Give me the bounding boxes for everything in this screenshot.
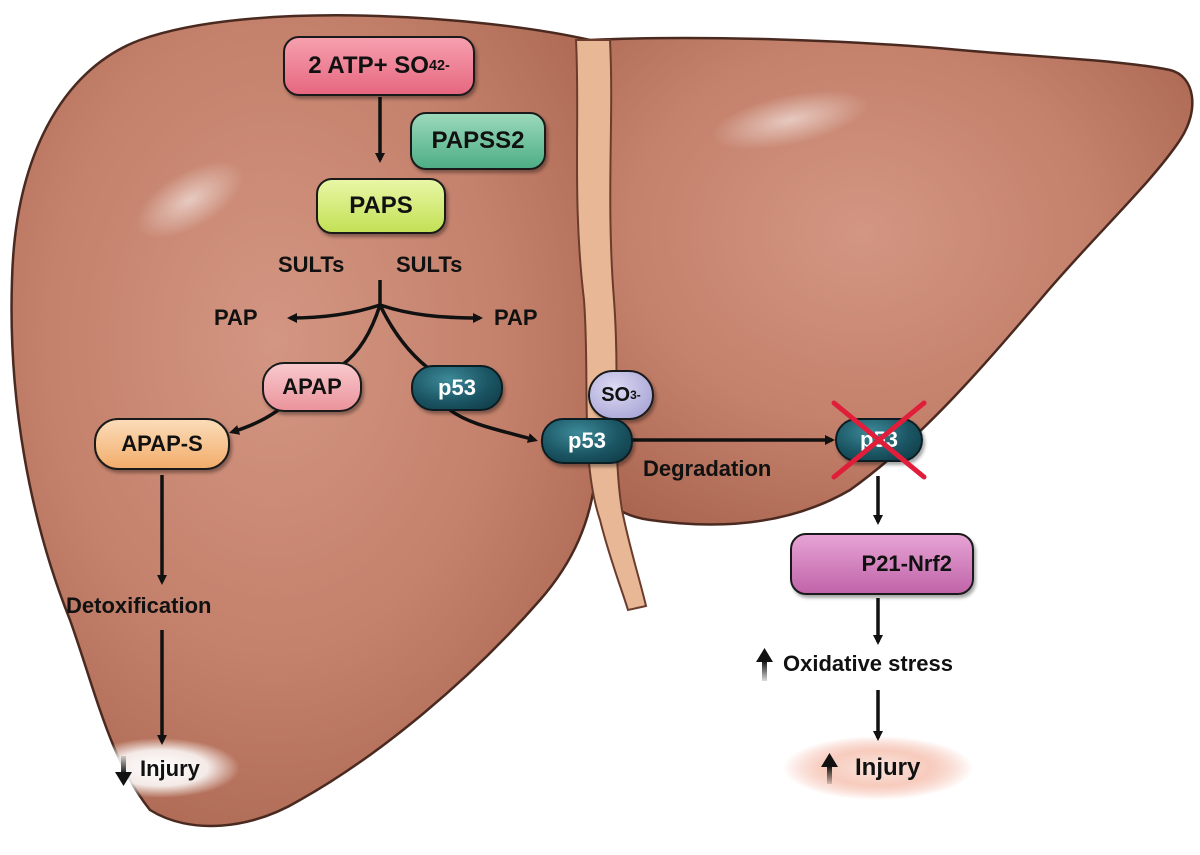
papss2-node: PAPSS2	[410, 112, 546, 170]
apap-s-label: APAP-S	[121, 431, 203, 456]
p53-label-upper: p53	[438, 375, 476, 400]
apap-node: APAP	[262, 362, 362, 412]
apap-label: APAP	[282, 374, 342, 399]
sults-left-label: SULTs	[278, 252, 345, 277]
up-arrow-icon-oxidative	[756, 648, 773, 681]
p21-nrf2-label: P21-Nrf2	[861, 551, 952, 576]
oxidative-stress-label: Oxidative stress	[783, 651, 953, 676]
up-arrow-icon-injury	[821, 753, 838, 784]
down-arrow-icon-injury	[115, 756, 132, 786]
papss2-label: PAPSS2	[431, 127, 525, 154]
pap-left-label: PAP	[214, 305, 258, 330]
p21-nrf2-node: P21-Nrf2	[790, 533, 974, 595]
injury-right-label: Injury	[855, 754, 921, 781]
paps-label: PAPS	[349, 192, 413, 219]
p53-node-upper: p53	[411, 365, 503, 411]
p53-node-sulfated: p53	[541, 418, 633, 464]
apap-s-node: APAP-S	[94, 418, 230, 470]
sults-right-label: SULTs	[396, 252, 463, 277]
cross-icon	[831, 400, 927, 480]
p53-label-sulfated: p53	[568, 428, 606, 453]
degradation-label: Degradation	[643, 456, 772, 481]
so3-label: SO	[601, 383, 631, 406]
pap-right-label: PAP	[494, 305, 538, 330]
injury-left-label: Injury	[140, 756, 200, 781]
falciform-ligament	[574, 39, 648, 612]
paps-node: PAPS	[316, 178, 446, 234]
detoxification-label: Detoxification	[66, 593, 212, 618]
atp-sulfate-label: 2 ATP+ SO	[308, 52, 429, 79]
